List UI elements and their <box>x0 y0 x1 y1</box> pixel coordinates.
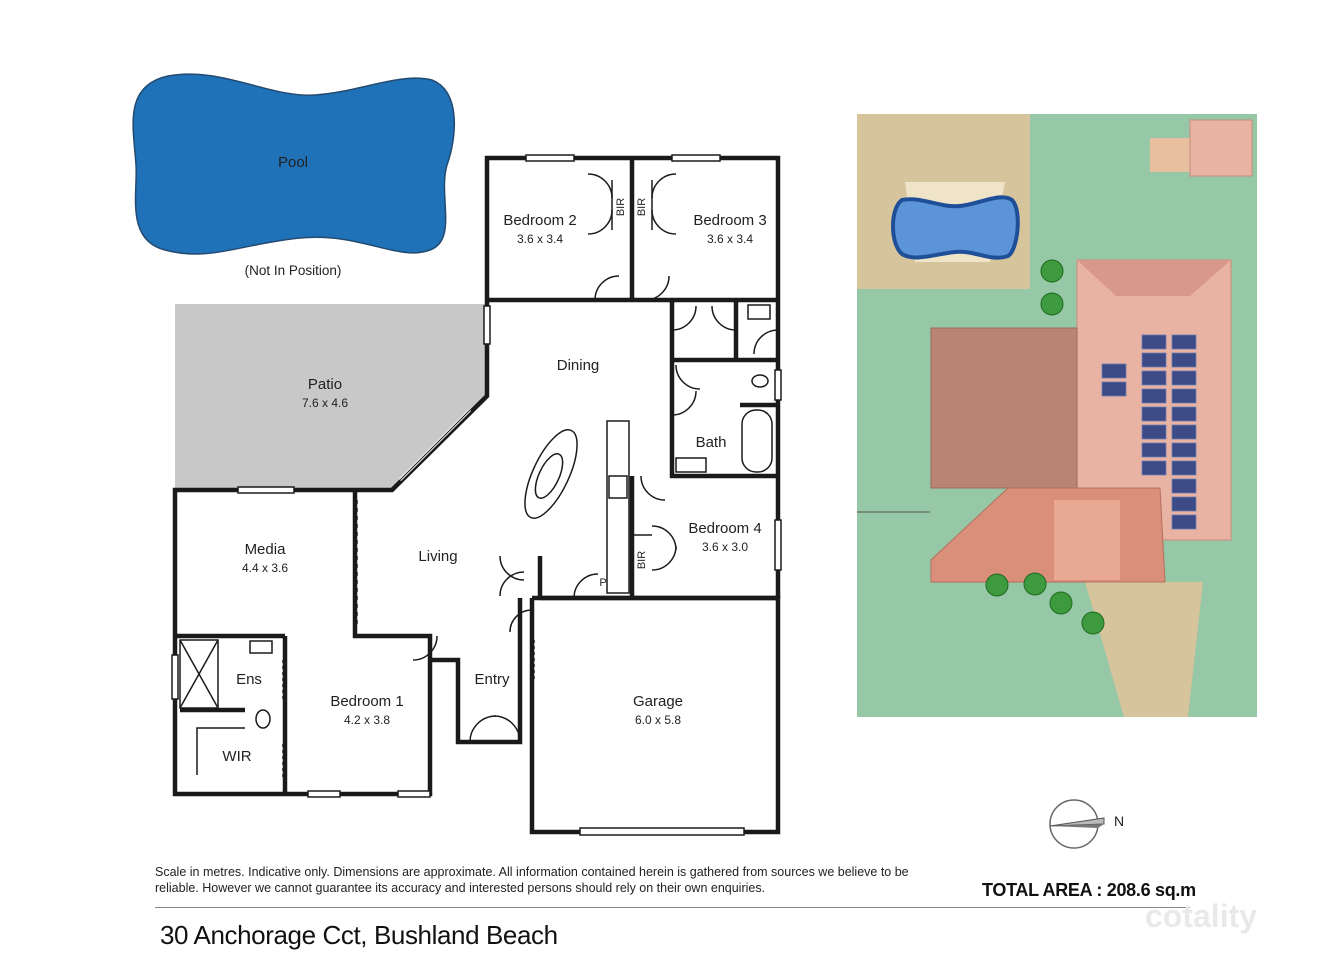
wir-name: WIR <box>222 748 251 765</box>
internal-fittings <box>179 173 779 780</box>
bir-label-a: BIR <box>615 198 627 216</box>
walls <box>172 155 781 835</box>
bedroom3-name: Bedroom 3 <box>693 212 766 229</box>
property-address: 30 Anchorage Cct, Bushland Beach <box>160 920 558 950</box>
bath-name: Bath <box>696 434 727 451</box>
pool-note: (Not In Position) <box>245 263 342 278</box>
ens-name: Ens <box>236 671 262 688</box>
bedroom2-dims: 3.6 x 3.4 <box>517 232 563 246</box>
compass-north-label: N <box>1114 813 1124 829</box>
garage-name: Garage <box>633 693 683 710</box>
garage-dims: 6.0 x 5.8 <box>635 713 681 727</box>
media-name: Media <box>245 541 287 558</box>
windows <box>171 154 782 836</box>
media-dims: 4.4 x 3.6 <box>242 561 288 575</box>
patio-name: Patio <box>308 376 342 393</box>
disclaimer-text: Scale in metres. Indicative only. Dimens… <box>155 865 909 895</box>
bedroom4-dims: 3.6 x 3.0 <box>702 540 748 554</box>
compass-icon <box>1049 799 1105 849</box>
patio-dims: 7.6 x 4.6 <box>302 396 348 410</box>
bedroom1-dims: 4.2 x 3.8 <box>344 713 390 727</box>
site-pool <box>891 195 1020 260</box>
bir-label-b: BIR <box>636 198 648 216</box>
solar-panels <box>1101 334 1197 530</box>
footer-divider <box>155 907 1190 908</box>
dining-name: Dining <box>557 357 600 374</box>
bedroom1-name: Bedroom 1 <box>330 693 403 710</box>
living-name: Living <box>418 548 457 565</box>
bedroom4-name: Bedroom 4 <box>688 520 761 537</box>
pool-shape <box>132 73 456 255</box>
patio-area <box>175 304 487 490</box>
site-plan <box>857 114 1257 717</box>
bir-label-c: BIR <box>636 551 648 569</box>
bedroom2-name: Bedroom 2 <box>503 212 576 229</box>
bedroom3-dims: 3.6 x 3.4 <box>707 232 753 246</box>
pantry-label: P <box>599 577 606 589</box>
entry-name: Entry <box>474 671 510 688</box>
brand-watermark: cotality <box>1145 898 1258 934</box>
total-area: TOTAL AREA : 208.6 sq.m <box>982 880 1196 900</box>
trees <box>985 259 1105 635</box>
pool-label: Pool <box>278 154 308 171</box>
